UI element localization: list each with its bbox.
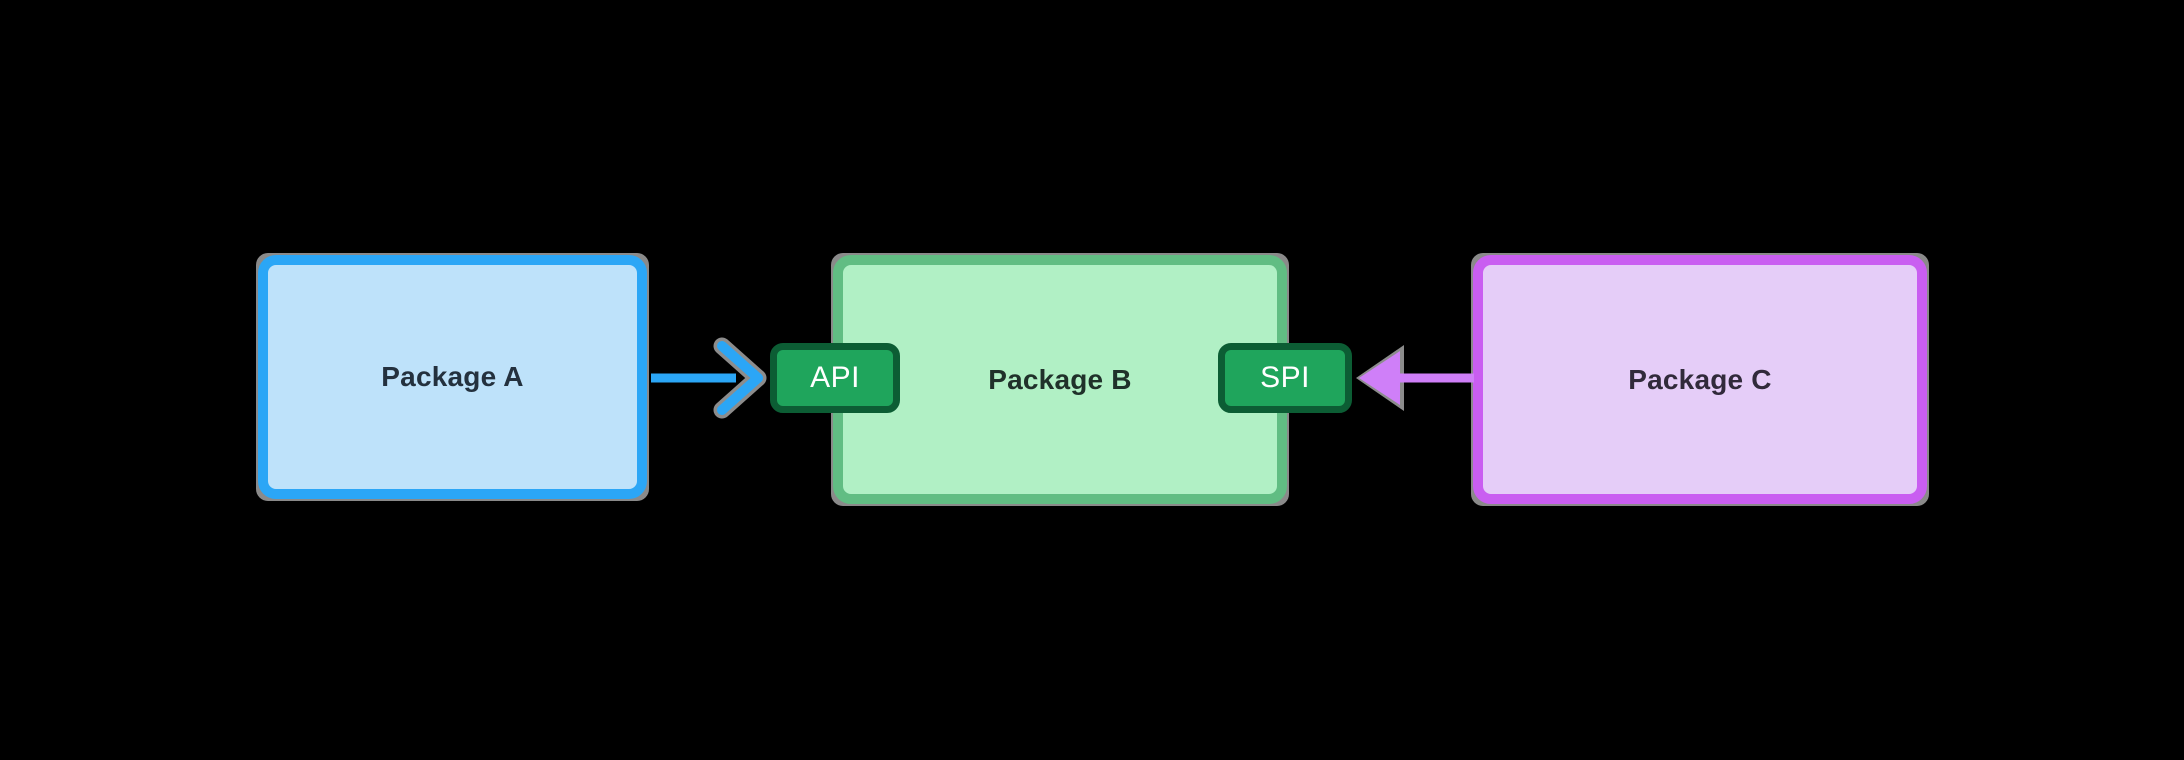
node-package-b-label: Package B	[988, 363, 1132, 395]
node-package-c-label: Package C	[1628, 363, 1772, 395]
node-package-c: Package C	[1473, 255, 1927, 504]
port-spi-badge: SPI	[1218, 343, 1352, 413]
arrow-a-chevron-head-icon	[717, 341, 763, 415]
arrow-c-triangle-head-icon	[1359, 351, 1400, 405]
arrow-package-a-to-api	[651, 337, 767, 419]
node-package-a: Package A	[258, 255, 647, 499]
port-api-badge: API	[770, 343, 900, 413]
node-package-a-label: Package A	[381, 361, 524, 392]
arrow-package-c-to-spi	[1356, 345, 1474, 411]
port-api-label: API	[810, 361, 860, 394]
port-spi-label: SPI	[1260, 361, 1310, 394]
